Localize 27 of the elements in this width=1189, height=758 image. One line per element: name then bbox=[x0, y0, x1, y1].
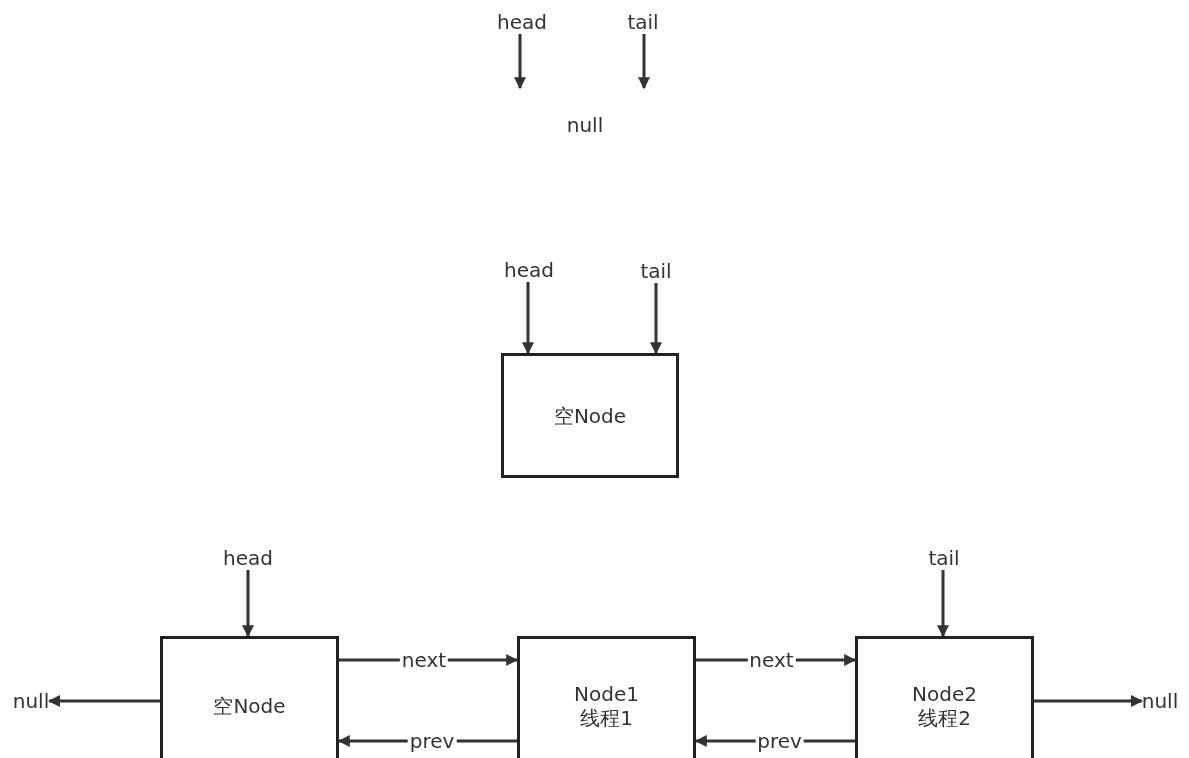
node-box bbox=[855, 636, 1034, 758]
node-box bbox=[160, 636, 339, 758]
pointer-label: head bbox=[504, 258, 554, 282]
pointer-label: tail bbox=[928, 546, 960, 570]
pointer-label: null bbox=[1141, 689, 1179, 713]
arrow bbox=[48, 695, 160, 707]
arrow bbox=[650, 283, 662, 355]
arrow bbox=[638, 34, 650, 90]
arrow bbox=[522, 282, 534, 355]
arrow bbox=[514, 34, 526, 90]
arrow bbox=[242, 570, 254, 638]
node-box bbox=[501, 353, 679, 478]
pointer-label: head bbox=[223, 546, 273, 570]
arrow bbox=[937, 570, 949, 638]
pointer-label: null bbox=[12, 689, 50, 713]
pointer-label: tail bbox=[640, 259, 672, 283]
node-box bbox=[517, 636, 696, 758]
node-label: 线程2 bbox=[918, 706, 971, 730]
node-label: 线程1 bbox=[580, 706, 633, 730]
node-label: Node2 bbox=[912, 682, 977, 706]
pointer-label: tail bbox=[627, 10, 659, 34]
pointer-label: head bbox=[497, 10, 547, 34]
node-label: 空Node bbox=[553, 403, 627, 428]
node-label: Node1 bbox=[574, 682, 639, 706]
arrow bbox=[1034, 695, 1143, 707]
node-label: 空Node bbox=[213, 694, 286, 718]
pointer-label: null bbox=[566, 113, 604, 137]
